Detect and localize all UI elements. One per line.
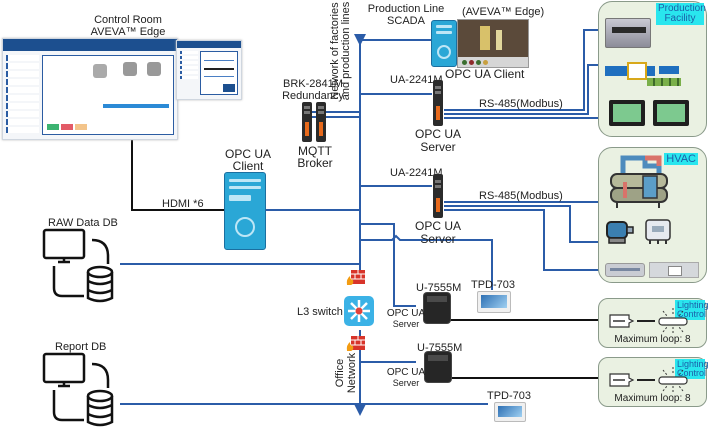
air-duct-icon	[605, 263, 645, 277]
hmi-panel-icon-2	[653, 100, 689, 126]
brk-model-label: BRK-2841M	[283, 78, 343, 90]
tpd703-bottom-label: TPD-703	[487, 390, 532, 402]
opc-ua-client-pc-icon	[224, 172, 266, 250]
ua2241m-top-label: UA-2241M	[390, 74, 443, 86]
opc-ua-server-u7555-top-2: Server	[392, 319, 420, 329]
u7555m-top-device	[424, 293, 450, 323]
production-line-subtitle: SCADA	[387, 15, 425, 27]
mqtt-label-2: Broker	[297, 156, 333, 170]
max-loop-label-2: Maximum loop: 8	[614, 393, 691, 404]
tpd703-top-label: TPD-703	[471, 279, 516, 291]
tpd703-bottom-device	[494, 402, 526, 422]
brk-redundancy-label: Redundancy	[282, 90, 344, 102]
u7555m-bottom-label: U-7555M	[417, 342, 463, 354]
opc-ua-client-top-label: OPC UA Client	[445, 67, 525, 81]
firewall-icon-top	[346, 270, 365, 285]
control-room-dashboard-screen-1	[2, 38, 178, 140]
hdmi-label: HDMI *6	[162, 198, 204, 210]
hvac-tag: HVAC	[664, 153, 698, 165]
brk-2841m-device-2	[316, 102, 326, 142]
opc-ua-server-top-1: OPC UA	[414, 127, 461, 141]
raw-data-db-label: RAW Data DB	[48, 217, 118, 229]
opc-ua-server-u7555-top-1: OPC UA	[386, 308, 426, 319]
report-db-icon	[42, 352, 114, 427]
tpd703-top-device	[477, 291, 511, 313]
brk-2841m-device-1	[302, 102, 312, 142]
office-network-line1: Office	[334, 358, 346, 388]
hvac-panel: HVAC	[598, 147, 707, 283]
rs485-top-label: RS-485(Modbus)	[479, 98, 563, 110]
industrial-oven-icon	[605, 18, 651, 48]
scada-pc-icon	[431, 20, 457, 67]
l3-switch-icon	[344, 296, 374, 326]
lighting-control-panel-2: Lighting Control Maximum loop: 8	[598, 357, 709, 407]
ua2241m-bottom-label: UA-2241M	[390, 167, 443, 179]
lighting-control-tag-2: Lighting Control	[675, 359, 709, 379]
production-facility-tag: Production Facility	[656, 3, 706, 25]
raw-data-db-icon	[42, 228, 114, 303]
production-line-title: Production Line	[367, 3, 445, 15]
opc-ua-server-bottom-1: OPC UA	[414, 219, 461, 233]
chiller-icon	[610, 155, 668, 208]
lighting-control-tag-1: Lighting Control	[675, 300, 709, 320]
opc-ua-server-top-2: Server	[420, 140, 456, 154]
l3-switch-label: L3 switch	[297, 306, 343, 318]
injection-molding-machine-icon	[605, 58, 681, 88]
ahu-unit-icon	[649, 262, 699, 278]
relay-module-icon-2	[609, 373, 635, 387]
opc-ua-server-u7555-bottom-2: Server	[392, 378, 420, 388]
ua2241m-bottom-device	[433, 174, 443, 218]
opc-ua-client-mid-1: OPC UA	[224, 147, 271, 161]
relay-module-icon-1	[609, 314, 635, 328]
production-facility-panel: Production Facility	[598, 1, 707, 137]
firewall-icon-bottom	[346, 336, 365, 351]
mqtt-label-1: MQTT	[298, 144, 332, 158]
light-bulb-icon-1	[658, 308, 688, 334]
aveva-edge-label: (AVEVA™ Edge)	[462, 6, 545, 18]
scada-screenshot	[457, 19, 529, 68]
opc-ua-server-bottom-2: Server	[420, 232, 456, 246]
light-bulb-icon-2	[658, 367, 688, 393]
motor-icon	[606, 221, 634, 244]
lighting-control-panel-1: Lighting Control Maximum loop: 8	[598, 298, 709, 348]
opc-ua-server-u7555-bottom-1: OPC UA	[386, 367, 426, 378]
ua2241m-top-device	[433, 80, 443, 126]
max-loop-label-1: Maximum loop: 8	[614, 334, 691, 345]
u7555m-top-label: U-7555M	[416, 282, 462, 294]
u7555m-bottom-device	[425, 352, 451, 382]
rs485-bottom-label: RS-485(Modbus)	[479, 190, 563, 202]
hmi-panel-icon-1	[609, 100, 645, 126]
opc-ua-client-mid-2: Client	[232, 159, 264, 173]
cooling-tower-icon	[645, 219, 671, 244]
report-db-label: Report DB	[55, 341, 107, 353]
control-room-subtitle: AVEVA™ Edge	[90, 26, 166, 38]
office-network-line2: Network	[346, 352, 358, 394]
control-room-title: Control Room	[94, 14, 162, 26]
control-room-dashboard-screen-2	[176, 40, 242, 100]
office-network-label: Office Network	[334, 348, 358, 398]
